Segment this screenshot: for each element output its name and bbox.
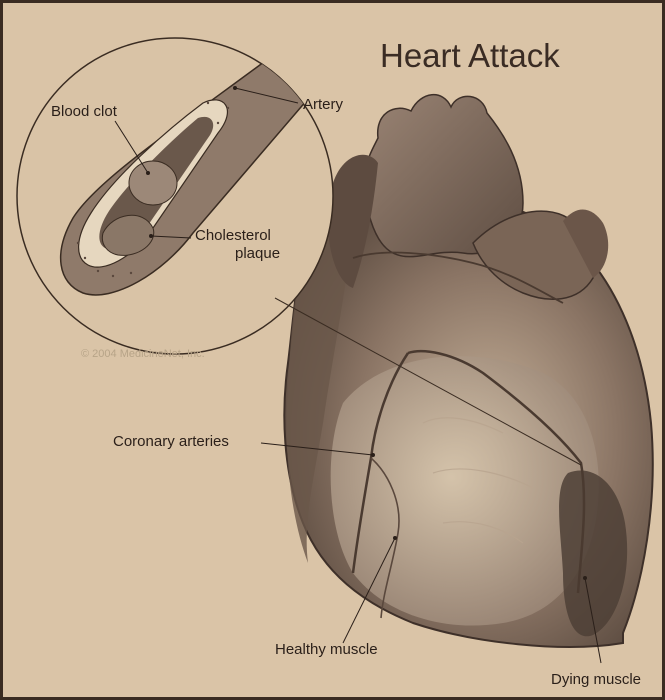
label-dying-muscle: Dying muscle [551, 671, 641, 688]
label-cholesterol: Cholesterol [195, 227, 271, 244]
page-title: Heart Attack [380, 37, 560, 75]
healthy-muscle-region [331, 356, 599, 625]
heart [284, 95, 652, 647]
label-coronary-arteries: Coronary arteries [113, 433, 229, 450]
label-artery: Artery [303, 96, 343, 113]
blood-clot [129, 161, 177, 205]
label-healthy-muscle: Healthy muscle [275, 641, 378, 658]
label-plaque: plaque [235, 245, 280, 262]
label-blood-clot: Blood clot [51, 103, 117, 120]
copyright: © 2004 MedicineNet, Inc. [81, 348, 205, 360]
